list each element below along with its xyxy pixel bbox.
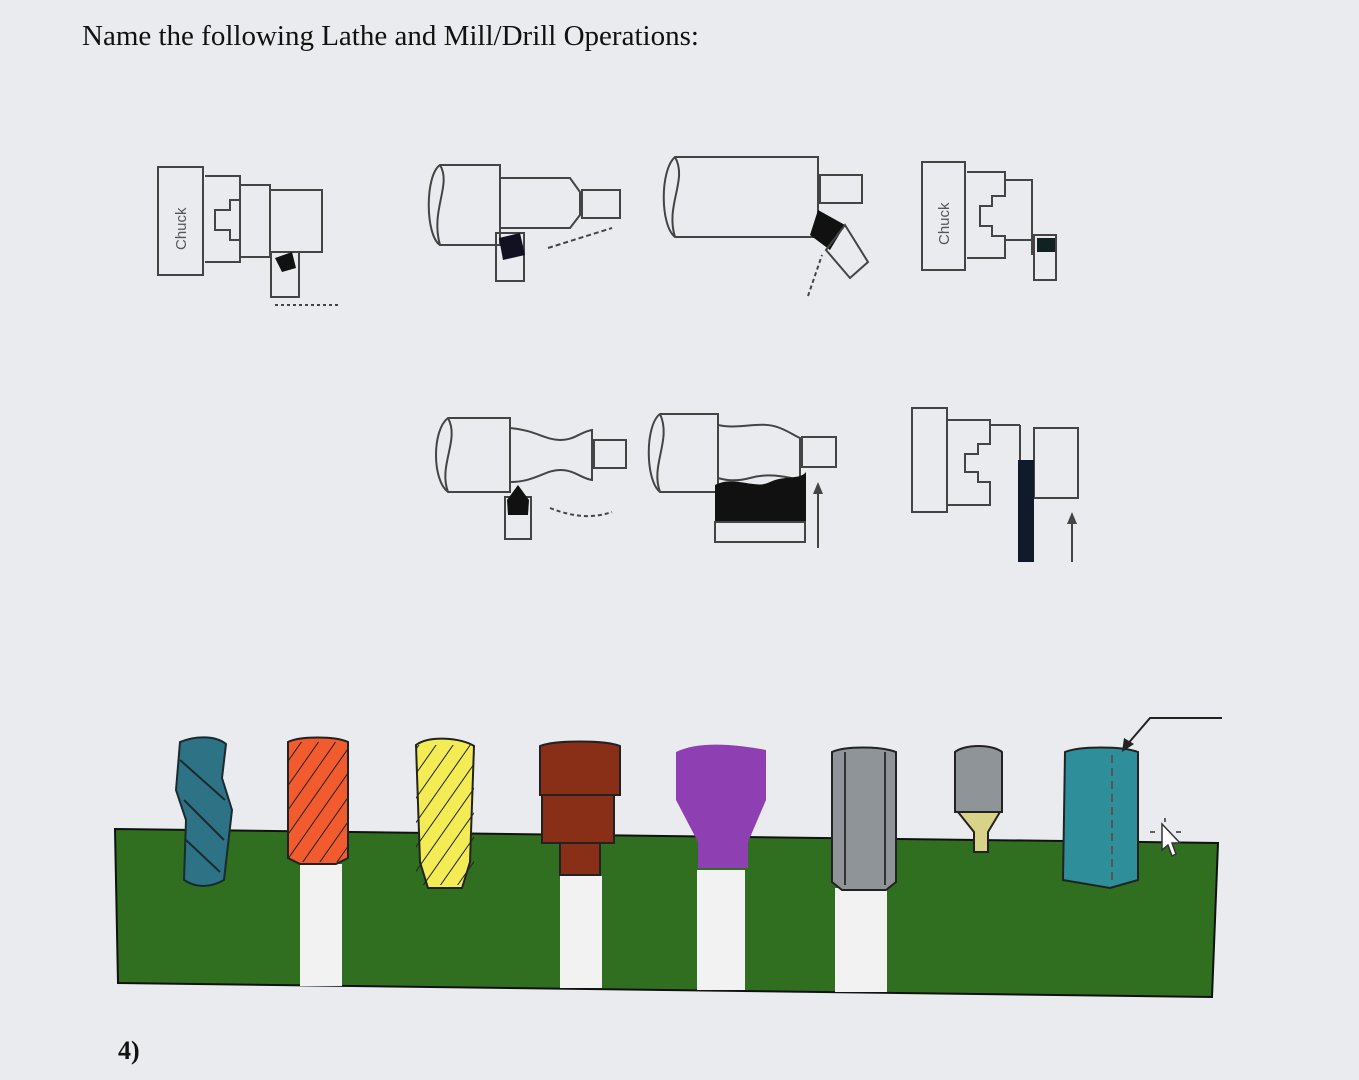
lathe-parting-diagram: Chuck bbox=[921, 161, 1057, 281]
end-mill-tool bbox=[174, 736, 234, 887]
chuck-label: Chuck bbox=[936, 202, 953, 245]
lathe-form-turning-diagram bbox=[435, 417, 627, 540]
question-number: 4) bbox=[118, 1036, 140, 1065]
counterbore-tool bbox=[539, 740, 621, 876]
drill-tool bbox=[287, 736, 349, 865]
page-title: Name the following Lathe and Mill/Drill … bbox=[82, 20, 699, 52]
chuck-label: Chuck bbox=[173, 207, 190, 250]
lathe-form-tool-diagram bbox=[647, 413, 837, 548]
drilled-hole bbox=[300, 864, 342, 986]
lathe-chamfer-diagram bbox=[662, 156, 870, 297]
countersink-tool bbox=[676, 744, 766, 868]
bored-hole bbox=[835, 888, 887, 992]
move-cursor-icon bbox=[1150, 818, 1182, 858]
lathe-cutoff-diagram bbox=[911, 407, 1079, 562]
reamer-tool bbox=[414, 737, 476, 889]
boring-tool bbox=[831, 746, 897, 891]
reamed-hole bbox=[560, 876, 602, 988]
mill-drill-diagram bbox=[113, 717, 1222, 999]
countersunk-hole bbox=[697, 870, 745, 990]
lathe-taper-diagram bbox=[427, 164, 621, 282]
leader-arrow bbox=[1122, 717, 1222, 752]
lathe-facing-diagram: Chuck bbox=[157, 166, 338, 306]
workpiece-block bbox=[113, 827, 1220, 999]
tap-tool bbox=[1061, 746, 1139, 890]
spot-drill-tool bbox=[954, 745, 1003, 853]
